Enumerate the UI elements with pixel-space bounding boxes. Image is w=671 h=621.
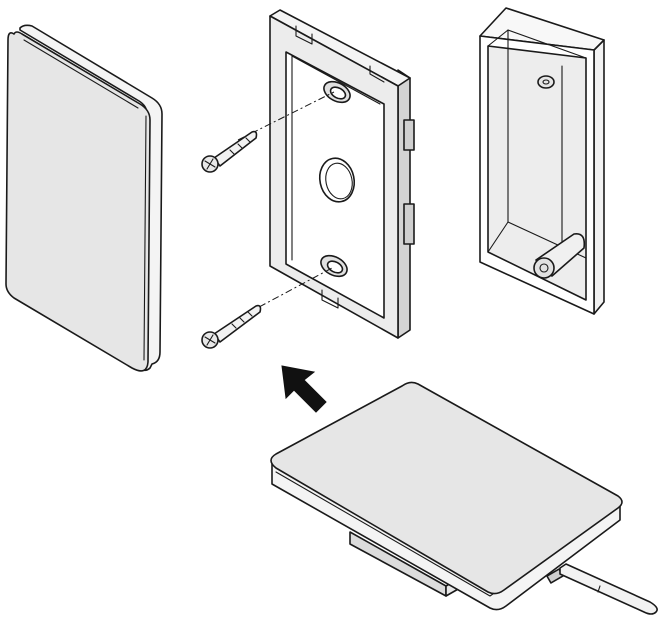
mounting-frame [269,9,415,339]
direction-arrow-icon [281,365,327,413]
screw [201,304,262,349]
screw [201,130,258,173]
back-box [479,7,605,315]
cover-plate [5,24,163,372]
panel [270,381,623,611]
screwdriver [559,563,658,615]
